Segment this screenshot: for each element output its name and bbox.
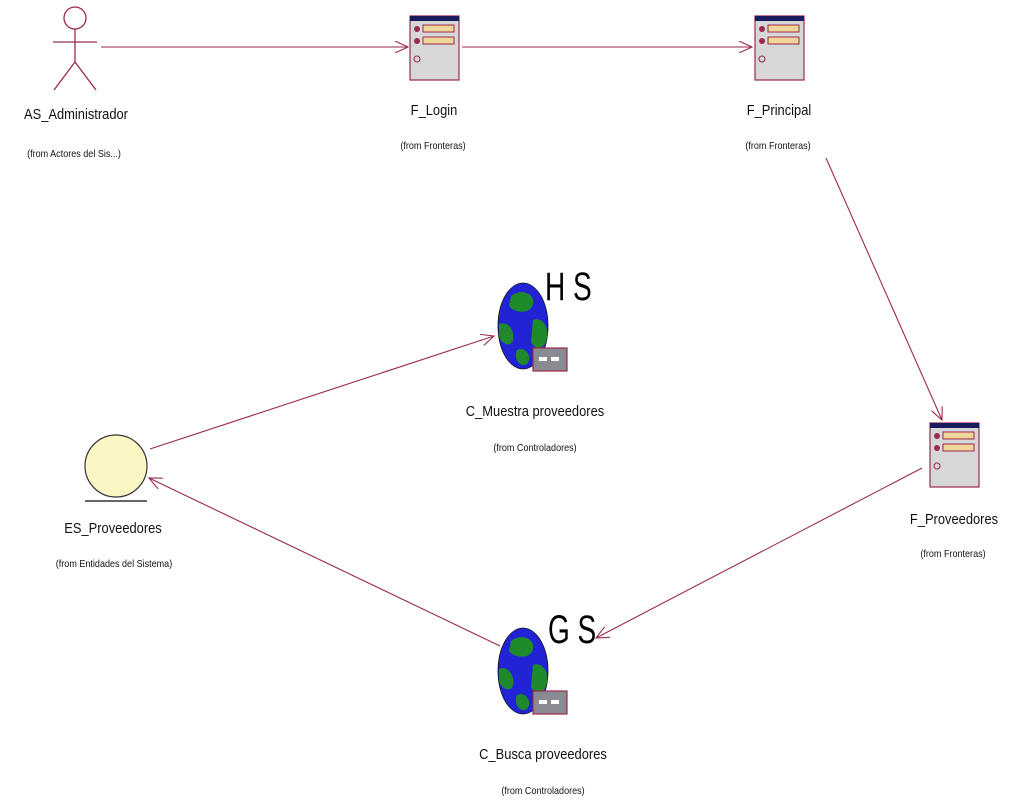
link-proveedores_form-to-busca[interactable] [596,467,923,638]
busca-name[interactable]: C_Busca proveedores [479,746,607,763]
boundary-form-icon[interactable] [929,422,980,488]
entity-package: (from Entidades del Sistema) [55,558,173,570]
controller-globe-icon[interactable] [497,627,568,715]
muestra-package: (from Controladores) [493,442,577,454]
principal-name[interactable]: F_Principal [746,102,812,119]
login-name[interactable]: F_Login [410,102,458,119]
boundary-form-icon[interactable] [409,15,460,81]
controller-globe-icon[interactable] [497,282,568,372]
boundary-form-icon[interactable] [754,15,805,81]
actor-package: (from Actores del Sis...) [27,148,121,160]
busca-package: (from Controladores) [501,785,585,797]
link-principal-to-proveedores_form[interactable] [825,157,942,420]
link-busca-to-entidad[interactable] [149,478,501,647]
proveedores-form-package: (from Fronteras) [920,548,986,560]
muestra-name[interactable]: C_Muestra proveedores [465,403,605,420]
proveedores-form-name[interactable]: F_Proveedores [909,511,999,528]
controller-tag-hs: H S [545,265,592,309]
entity-circle-icon[interactable] [84,434,148,502]
principal-package: (from Fronteras) [745,140,811,152]
link-entidad-to-muestra[interactable] [149,336,494,450]
entity-name[interactable]: ES_Proveedores [64,520,162,537]
actor-name[interactable]: AS_Administrador [24,106,128,123]
actor-icon[interactable] [53,6,97,91]
login-package: (from Fronteras) [400,140,466,152]
controller-tag-gs: G S [548,608,597,652]
